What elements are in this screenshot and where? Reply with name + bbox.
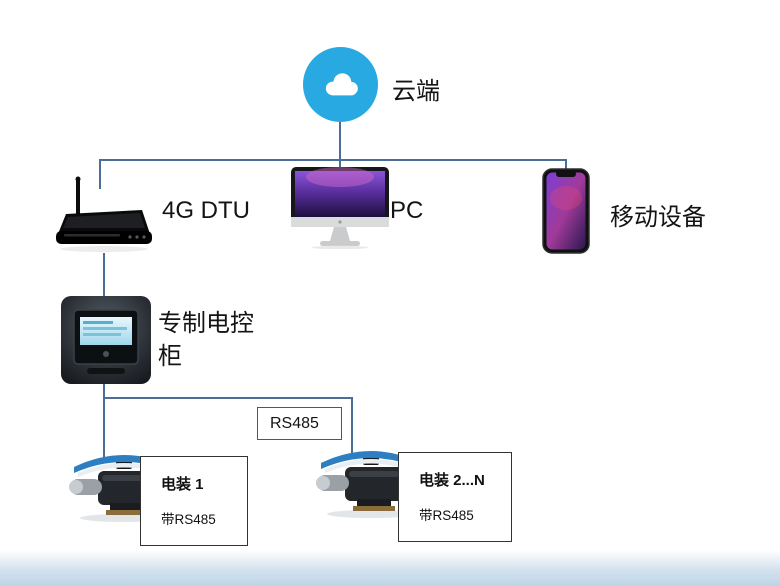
connector-branch-horizontal [103, 397, 353, 399]
smartphone-icon [542, 168, 590, 254]
actuator-2-box: 电装 2...N 带RS485 [398, 452, 512, 542]
cabinet-node [61, 296, 151, 384]
mobile-node [542, 168, 590, 254]
actuator-1-box: 电装 1 带RS485 [140, 456, 248, 546]
rs485-bus-label-box: RS485 [257, 407, 342, 440]
actuator-2-node [315, 443, 427, 519]
connector-cloud-to-bus [339, 122, 341, 161]
connector-branch-to-actuator-2 [351, 397, 353, 455]
cloud-icon [325, 72, 358, 95]
rs485-bus-label: RS485 [270, 414, 319, 432]
pc-node [291, 167, 389, 250]
connector-cabinet-to-branch [103, 383, 105, 399]
connector-bus-to-pc [339, 159, 341, 172]
connector-dtu-to-cabinet [103, 253, 105, 298]
electric-actuator-image [316, 451, 421, 518]
cabinet-label-line1: 专制电控 [158, 310, 254, 337]
pc-label: PC [390, 197, 424, 224]
actuator-2-subtitle: 带RS485 [419, 508, 474, 523]
connector-branch-to-actuator-1 [103, 397, 105, 460]
cloud-label: 云端 [392, 78, 440, 105]
cabinet-label-line2: 柜 [158, 343, 182, 370]
cloud-node [303, 47, 378, 122]
router-icon [56, 176, 152, 252]
control-cabinet-image [61, 296, 151, 384]
actuator-2-title: 电装 2...N [419, 472, 485, 489]
actuator-1-title: 电装 1 [161, 476, 204, 493]
dtu-node [52, 176, 156, 254]
desktop-computer-icon [291, 167, 389, 250]
cabinet-label: 专制电控 柜 [158, 307, 254, 373]
actuator-1-subtitle: 带RS485 [161, 512, 216, 527]
footer-decorative-band [0, 550, 780, 586]
connector-bus-to-mobile [565, 159, 567, 176]
dtu-label: 4G DTU [162, 197, 251, 224]
connector-bus-to-dtu [99, 159, 101, 189]
connector-bus-horizontal [99, 159, 567, 161]
mobile-label: 移动设备 [610, 204, 706, 231]
